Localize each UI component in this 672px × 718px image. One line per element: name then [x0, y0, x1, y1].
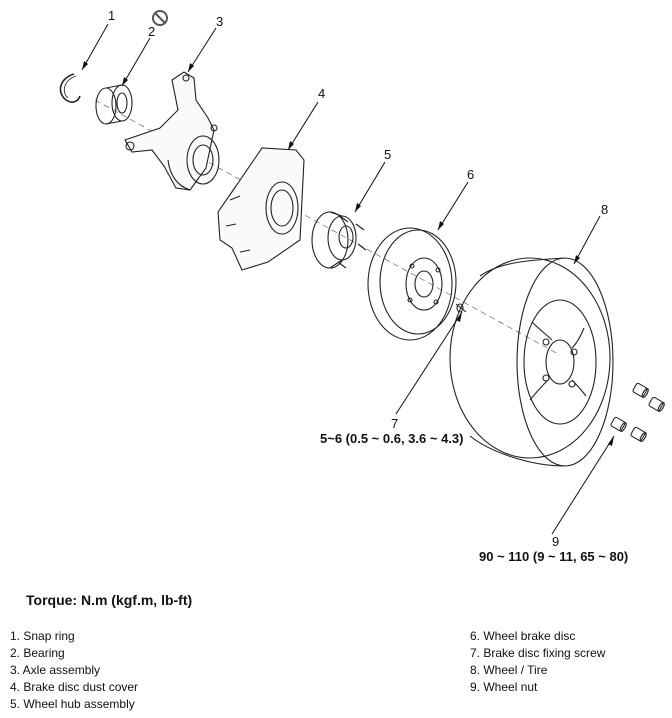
- leader-lines: [81, 23, 615, 535]
- callout-3: 3: [216, 14, 223, 29]
- prohibition-icon: [152, 10, 168, 26]
- torque-brake-disc-screw: 5~6 (0.5 ~ 0.6, 3.6 ~ 4.3): [320, 431, 463, 446]
- callout-6: 6: [467, 167, 474, 182]
- exploded-diagram: 1 2 3 4 5 6 8 7 9 5~6 (0.5 ~ 0.6, 3.6 ~ …: [59, 8, 665, 564]
- legend-item: 8. Wheel / Tire: [470, 663, 548, 677]
- wheel-hub-assembly: [311, 211, 367, 269]
- callout-5: 5: [384, 147, 391, 162]
- wheel-tire: [449, 257, 614, 467]
- brake-disc-dust-cover: [217, 147, 305, 271]
- wheel-brake-disc: [367, 227, 457, 341]
- legend-item: 1. Snap ring: [10, 629, 75, 643]
- parts-legend-left: 1. Snap ring 2. Bearing 3. Axle assembly…: [10, 628, 138, 713]
- callout-7: 7: [391, 416, 398, 431]
- legend-item: 2. Bearing: [10, 646, 65, 660]
- legend-item: 5. Wheel hub assembly: [10, 697, 135, 711]
- parts-legend-right: 6. Wheel brake disc 7. Brake disc fixing…: [470, 628, 605, 696]
- legend-item: 7. Brake disc fixing screw: [470, 646, 606, 660]
- torque-units-title: Torque: N.m (kgf.m, lb-ft): [26, 592, 193, 608]
- callout-9: 9: [552, 534, 559, 549]
- legend-item: 6. Wheel brake disc: [470, 629, 576, 643]
- torque-wheel-nut: 90 ~ 110 (9 ~ 11, 65 ~ 80): [479, 549, 628, 564]
- callout-4: 4: [318, 86, 325, 101]
- leader-arrowheads: [82, 61, 614, 446]
- callout-8: 8: [601, 202, 608, 217]
- snap-ring: [59, 73, 81, 103]
- legend-item: 9. Wheel nut: [470, 680, 538, 694]
- legend-item: 4. Brake disc dust cover: [10, 680, 139, 694]
- bearing: [95, 84, 133, 125]
- callout-2: 2: [148, 24, 155, 39]
- wheel-nuts: [610, 382, 665, 442]
- callout-1: 1: [108, 8, 115, 23]
- legend-item: 3. Axle assembly: [10, 663, 101, 677]
- assembly-axis: [94, 99, 561, 356]
- axle-assembly: [124, 71, 220, 191]
